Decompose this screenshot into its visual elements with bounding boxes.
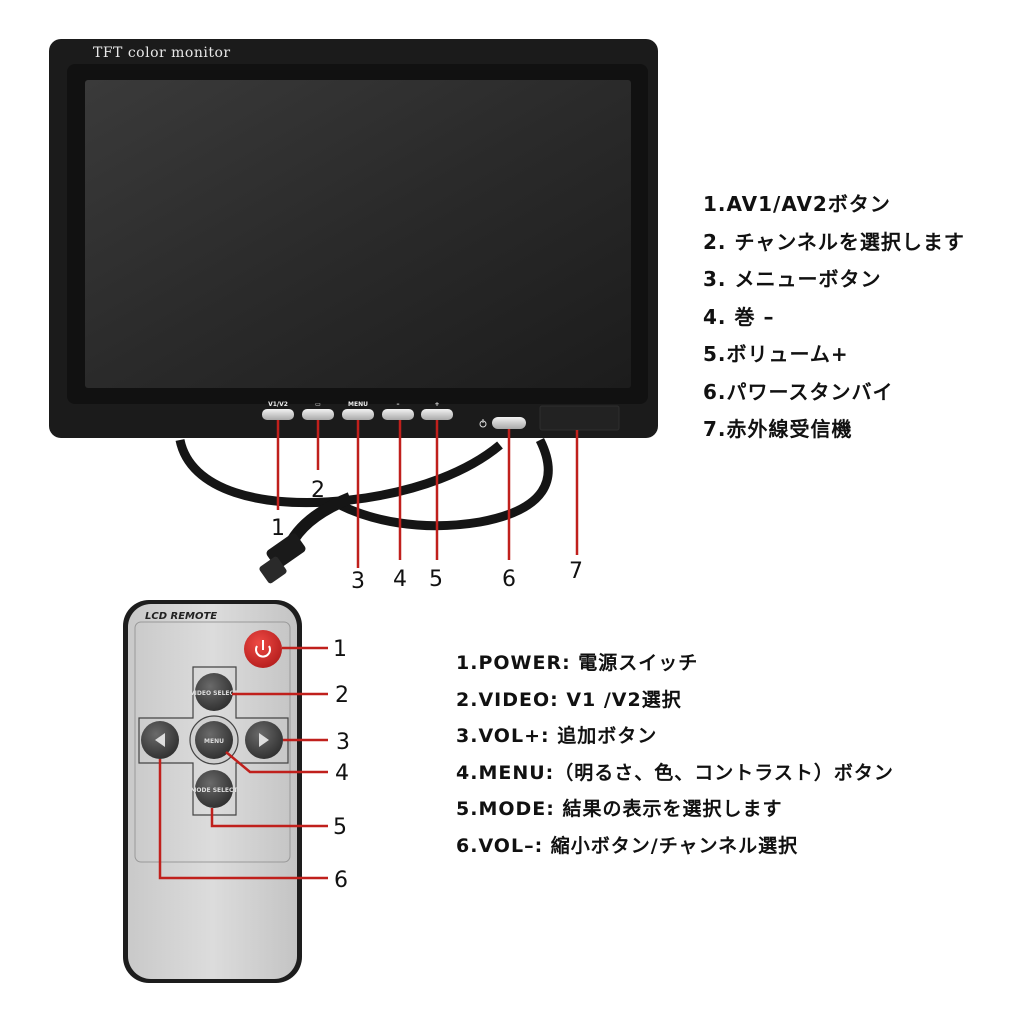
remote-mode-select-button[interactable] [195,770,233,808]
channel-label: ▭ [315,401,321,408]
menu-label: MENU [348,401,368,408]
monitor-legend-item-1: 1.AV1/AV2ボタン [703,192,891,216]
menu-button[interactable] [342,409,374,420]
remote-power-icon [255,640,271,658]
remote-callout-number-4: 4 [335,761,349,786]
callout-number-5: 5 [429,567,443,592]
monitor-legend-item-3: 3. メニューボタン [703,267,882,291]
minus-button[interactable] [382,409,414,420]
monitor-legend-item-4: 4. 巻 – [703,304,775,329]
remote-callout-number-2: 2 [335,683,349,708]
remote-callout-number-1: 1 [333,637,347,662]
callout-number-4: 4 [393,567,407,592]
remote-callout-number-5: 5 [333,815,347,840]
callout-number-6: 6 [502,567,516,592]
left-arrow-icon [155,733,165,747]
monitor-cable [175,437,553,584]
channel-button[interactable] [302,409,334,420]
monitor-callout-lines [276,420,579,568]
minus-label: – [397,401,400,408]
remote-legend-item-6: 6.VOL–: 縮小ボタン/チャンネル選択 [456,834,799,857]
monitor-screen [85,80,631,388]
monitor: TFT color monitor V1/V2 ▭ MENU – + [49,39,658,438]
plus-button[interactable] [421,409,453,420]
v1v2-button[interactable] [262,409,294,420]
remote-menu-label: MENU [204,738,224,745]
remote-callout-line-4 [225,751,328,774]
remote-mode-label: MODE SELECT [190,787,238,794]
v1v2-label: V1/V2 [268,401,288,408]
remote-video-select-button[interactable] [195,673,233,711]
monitor-legend-item-5: 5.ボリューム+ [703,342,849,366]
remote-legend-item-2: 2.VIDEO: V1 /V2選択 [456,688,682,711]
remote-menu-button[interactable] [195,721,233,759]
remote-control: LCD REMOTE VIDEO SELECT MENU MODE SELECT [123,600,302,983]
callout-number-2: 2 [311,478,325,503]
power-button[interactable] [492,417,526,429]
remote-legend-item-5: 5.MODE: 結果の表示を選択します [456,798,783,820]
monitor-legend-item-2: 2. チャンネルを選択します [703,229,965,254]
monitor-legend: 1.AV1/AV2ボタン 2. チャンネルを選択します 3. メニューボタン 4… [703,186,965,449]
monitor-brand-label: TFT color monitor [93,45,231,61]
plus-label: + [434,401,439,408]
remote-label: LCD REMOTE [145,611,217,622]
remote-video-label: VIDEO SELECT [190,690,239,697]
remote-callout-number-6: 6 [334,868,348,893]
dpad-outline [138,666,289,816]
ir-receiver-window [539,405,620,431]
remote-callout-lines [158,646,328,880]
monitor-legend-item-7: 7.赤外線受信機 [703,417,853,441]
remote-legend-item-4: 4.MENU:（明るさ、色、コントラスト）ボタン [456,761,894,784]
remote-legend-item-3: 3.VOL+: 追加ボタン [456,725,658,747]
callout-number-1: 1 [271,516,285,541]
monitor-legend-item-6: 6.パワースタンバイ [703,379,894,404]
remote-callout-number-3: 3 [336,730,350,755]
remote-callout-line-6 [158,759,328,880]
remote-panel [134,621,291,863]
callout-number-7: 7 [569,559,583,584]
remote-callout-line-5 [210,808,328,828]
right-arrow-icon [259,733,269,747]
remote-legend: 1.POWER: 電源スイッチ 2.VIDEO: V1 /V2選択 3.VOL+… [456,645,894,864]
remote-legend-item-1: 1.POWER: 電源スイッチ [456,652,699,674]
power-icon [479,419,487,428]
callout-number-3: 3 [351,569,365,594]
